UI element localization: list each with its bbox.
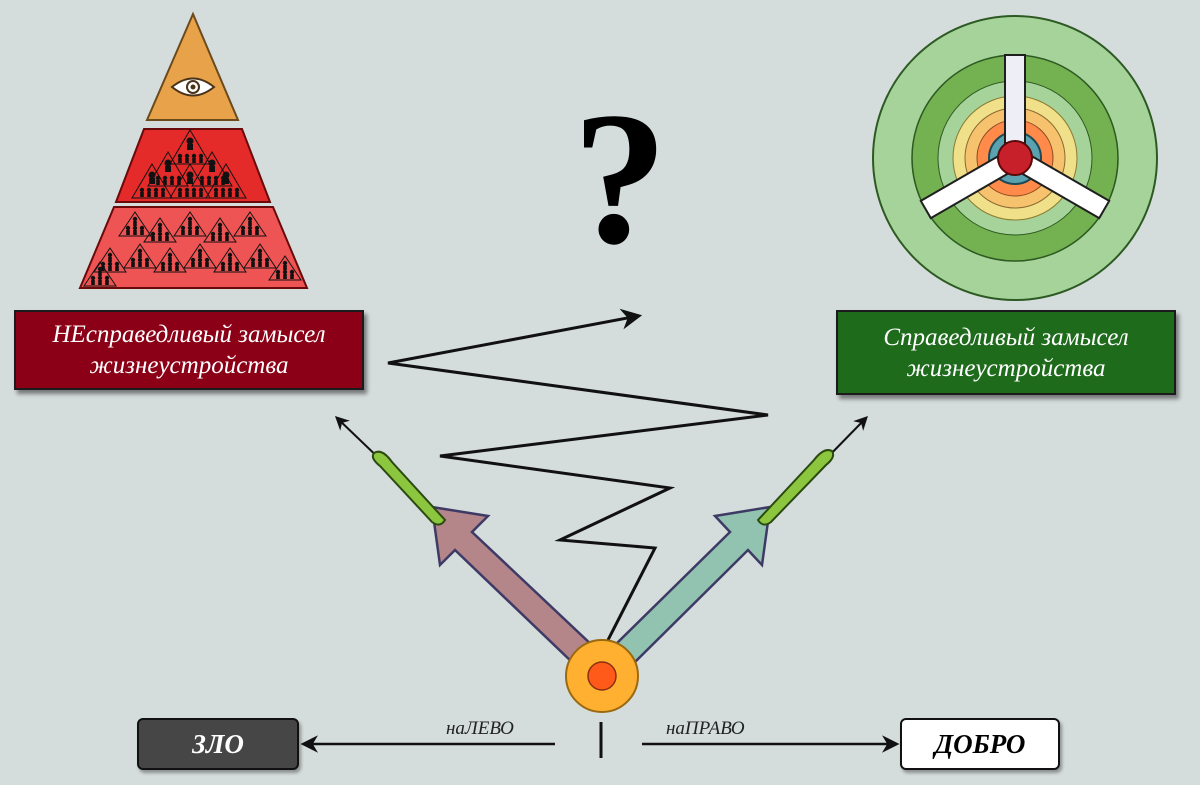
good-box: ДОБРО (900, 718, 1060, 770)
zigzag-path (387, 308, 769, 641)
question-mark-icon: ? (573, 74, 668, 284)
left-arrow (430, 505, 597, 666)
unjust-design-box: НЕсправедливый замысел жизнеустройства (14, 310, 364, 390)
evil-label: ЗЛО (192, 728, 244, 759)
pyramid (78, 11, 309, 289)
right-direction-label: наПРАВО (666, 718, 745, 739)
right-missile (756, 415, 868, 526)
left-missile (334, 416, 447, 526)
origin-point (565, 639, 639, 713)
good-label: ДОБРО (934, 728, 1026, 759)
pyramid-base (78, 206, 309, 289)
unjust-design-label: НЕсправедливый замысел жизнеустройства (52, 321, 326, 379)
evil-box: ЗЛО (137, 718, 299, 770)
right-arrow (610, 505, 772, 666)
left-direction-label: наЛЕВО (446, 718, 514, 739)
just-design-box: Справедливый замысел жизнеустройства (836, 310, 1176, 395)
eye-icon (170, 77, 216, 97)
pyramid-top (145, 11, 240, 121)
just-design-label: Справедливый замысел жизнеустройства (883, 323, 1129, 382)
peace-wheel-icon (872, 15, 1158, 301)
